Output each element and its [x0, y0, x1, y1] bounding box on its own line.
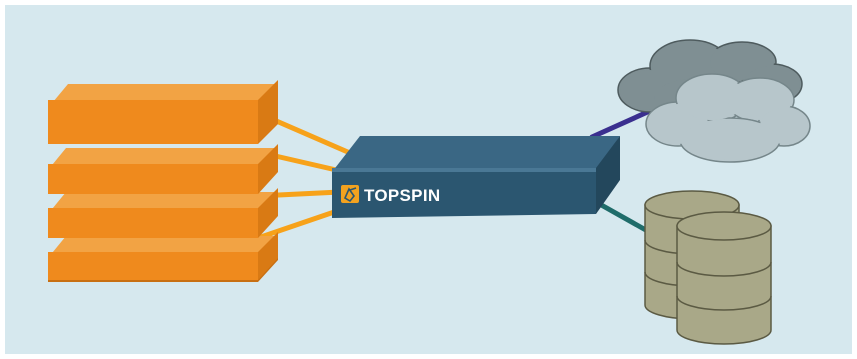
server-blade-icon: [48, 80, 278, 144]
storage-disk-icon: [676, 211, 772, 345]
network-switch-icon: [332, 136, 620, 218]
link-server-4: [255, 207, 343, 241]
link-cloud: [589, 107, 655, 140]
server-blade-icon: [48, 188, 278, 238]
server-stack: [48, 80, 278, 282]
cloud-icon: [645, 73, 811, 163]
server-blade-icon: [48, 232, 278, 282]
topspin-logo-icon: [341, 185, 359, 203]
server-blade-icon: [48, 144, 278, 194]
switch-brand: TOPSPIN: [341, 185, 440, 205]
switch-brand-label: TOPSPIN: [364, 186, 440, 205]
